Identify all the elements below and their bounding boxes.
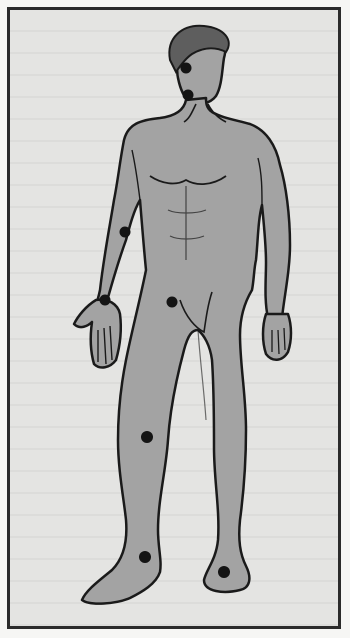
marker-knee [141,431,153,443]
right-hand [263,314,291,360]
marker-wrist [100,295,111,306]
marker-neck-lower [183,90,194,101]
marker-ankle-left [139,551,151,563]
leg-inner-line [198,330,206,420]
marker-ankle-right [218,566,230,578]
marker-neck-upper [181,63,192,74]
marker-hip [167,297,178,308]
marker-upper-arm [120,227,131,238]
